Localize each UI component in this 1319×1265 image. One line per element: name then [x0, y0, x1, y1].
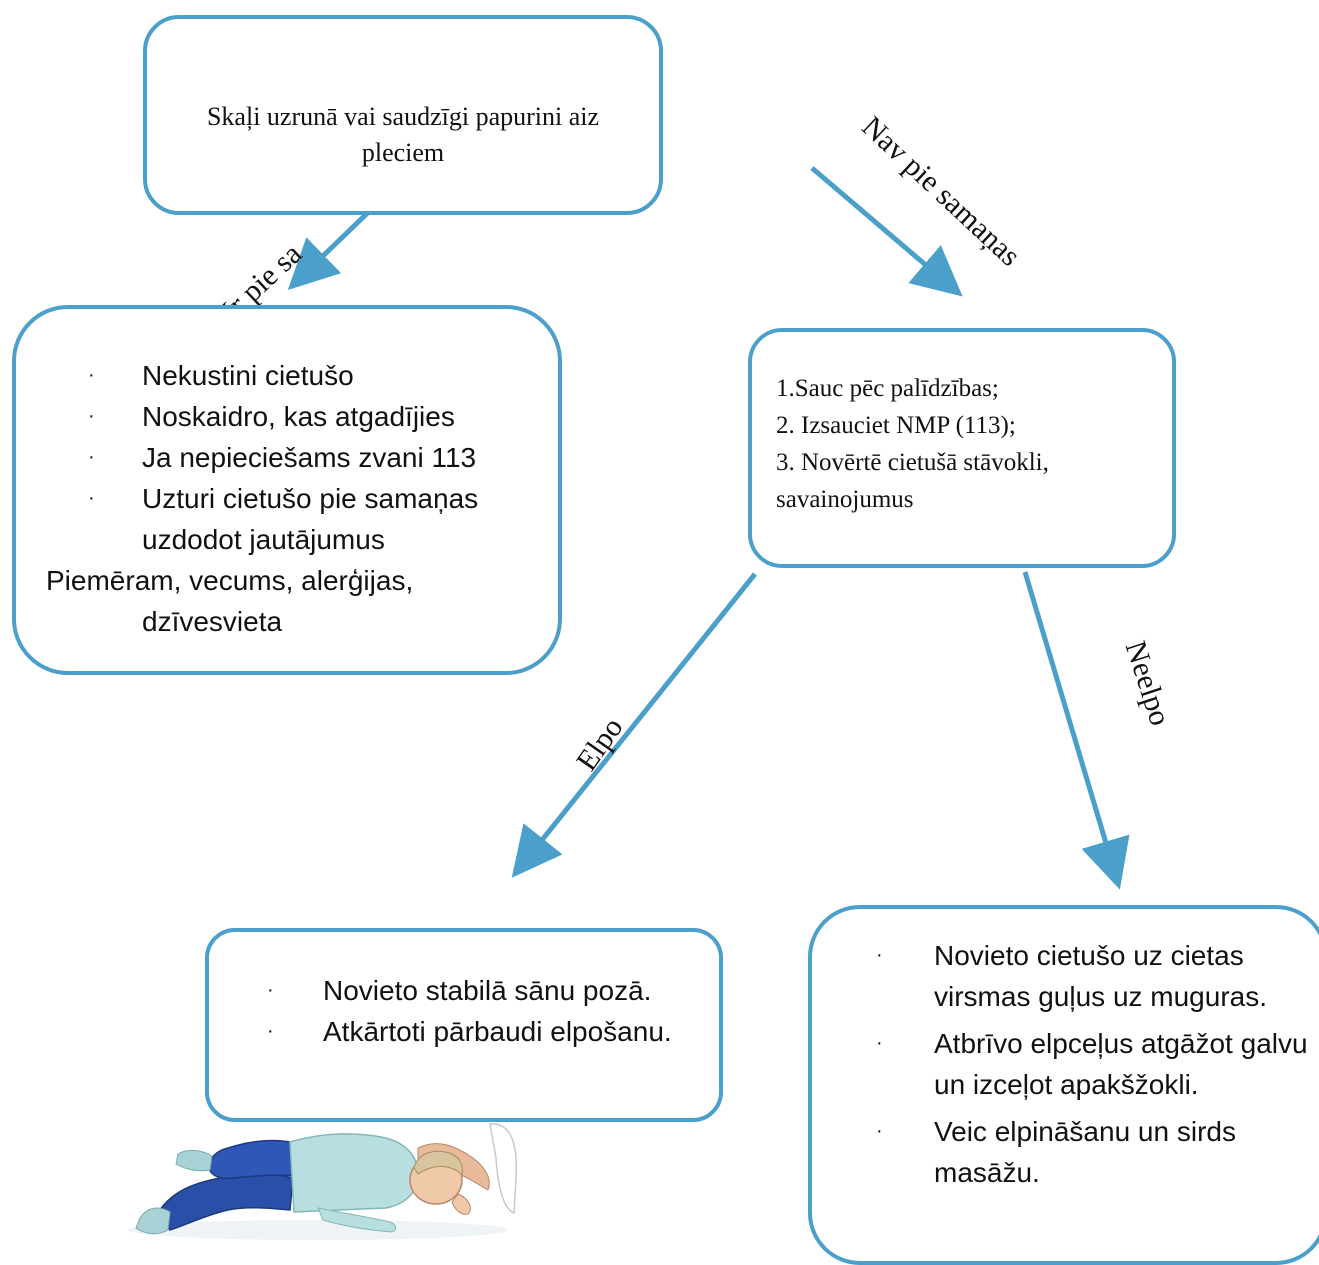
conscious-example-text: Piemēram, vecums, alerģijas, dzīvesvieta	[46, 560, 546, 642]
step-1: 1.Sauc pēc palīdzības;	[776, 375, 999, 402]
arrow-to-unconscious	[810, 166, 963, 297]
unconscious-node: 1.Sauc pēc palīdzības; 2. Izsauciet NMP …	[748, 328, 1176, 568]
bullet-icon: ·	[876, 1120, 883, 1142]
not-breathing-action-list: ·Novieto cietušo uz cietas virsmas guļus…	[812, 935, 1319, 1199]
bullet-icon: ·	[876, 944, 883, 966]
not-breathing-node: ·Novieto cietušo uz cietas virsmas guļus…	[808, 905, 1319, 1265]
bullet-icon: ·	[267, 1020, 274, 1042]
start-node-text: Skaļi uzrunā vai saudzīgi papurini aiz p…	[206, 102, 600, 167]
bullet-icon: ·	[88, 446, 95, 468]
bullet-icon: ·	[88, 487, 95, 509]
list-item: ·Atbrīvo elpceļus atgāžot galvu un izceļ…	[812, 1023, 1319, 1105]
bullet-icon: ·	[88, 405, 95, 427]
list-item: ·Ja nepieciešams zvani 113	[16, 437, 556, 478]
conscious-action-list: ·Nekustini cietušo ·Noskaidro, kas atgad…	[16, 355, 556, 560]
breathing-action-list: ·Novieto stabilā sānu pozā. ·Atkārtoti p…	[209, 970, 719, 1052]
list-item: ·Noskaidro, kas atgadījies	[16, 396, 556, 437]
example-line-1: Piemēram, vecums, alerģijas,	[46, 565, 414, 596]
bullet-icon: ·	[267, 979, 274, 1001]
conscious-node: ·Nekustini cietušo ·Noskaidro, kas atgad…	[12, 305, 562, 675]
list-item: ·Veic elpināšanu un sirds masāžu.	[812, 1111, 1319, 1193]
breathing-node: ·Novieto stabilā sānu pozā. ·Atkārtoti p…	[205, 928, 723, 1122]
list-item: ·Novieto cietušo uz cietas virsmas guļus…	[812, 935, 1319, 1017]
unconscious-node-text: 1.Sauc pēc palīdzības; 2. Izsauciet NMP …	[776, 370, 1172, 518]
arrow-to-not-breathing	[1022, 571, 1130, 890]
start-node: Skaļi uzrunā vai saudzīgi papurini aiz p…	[143, 15, 663, 215]
list-item: ·Novieto stabilā sānu pozā.	[209, 970, 719, 1011]
step-3: 3. Novērtē cietušā stāvokli, savainojumu…	[776, 449, 1049, 513]
arrow-to-breathing	[511, 572, 757, 878]
bullet-icon: ·	[88, 364, 95, 386]
list-item: ·Atkārtoti pārbaudi elpošanu.	[209, 1011, 719, 1052]
example-line-2: dzīvesvieta	[142, 606, 283, 637]
bullet-icon: ·	[876, 1032, 883, 1054]
step-2: 2. Izsauciet NMP (113);	[776, 412, 1016, 439]
recovery-position-person-icon	[128, 1123, 518, 1240]
list-item: ·Nekustini cietušo	[16, 355, 556, 396]
list-item: ·Uzturi cietušo pie samaņas uzdodot jaut…	[16, 478, 556, 560]
